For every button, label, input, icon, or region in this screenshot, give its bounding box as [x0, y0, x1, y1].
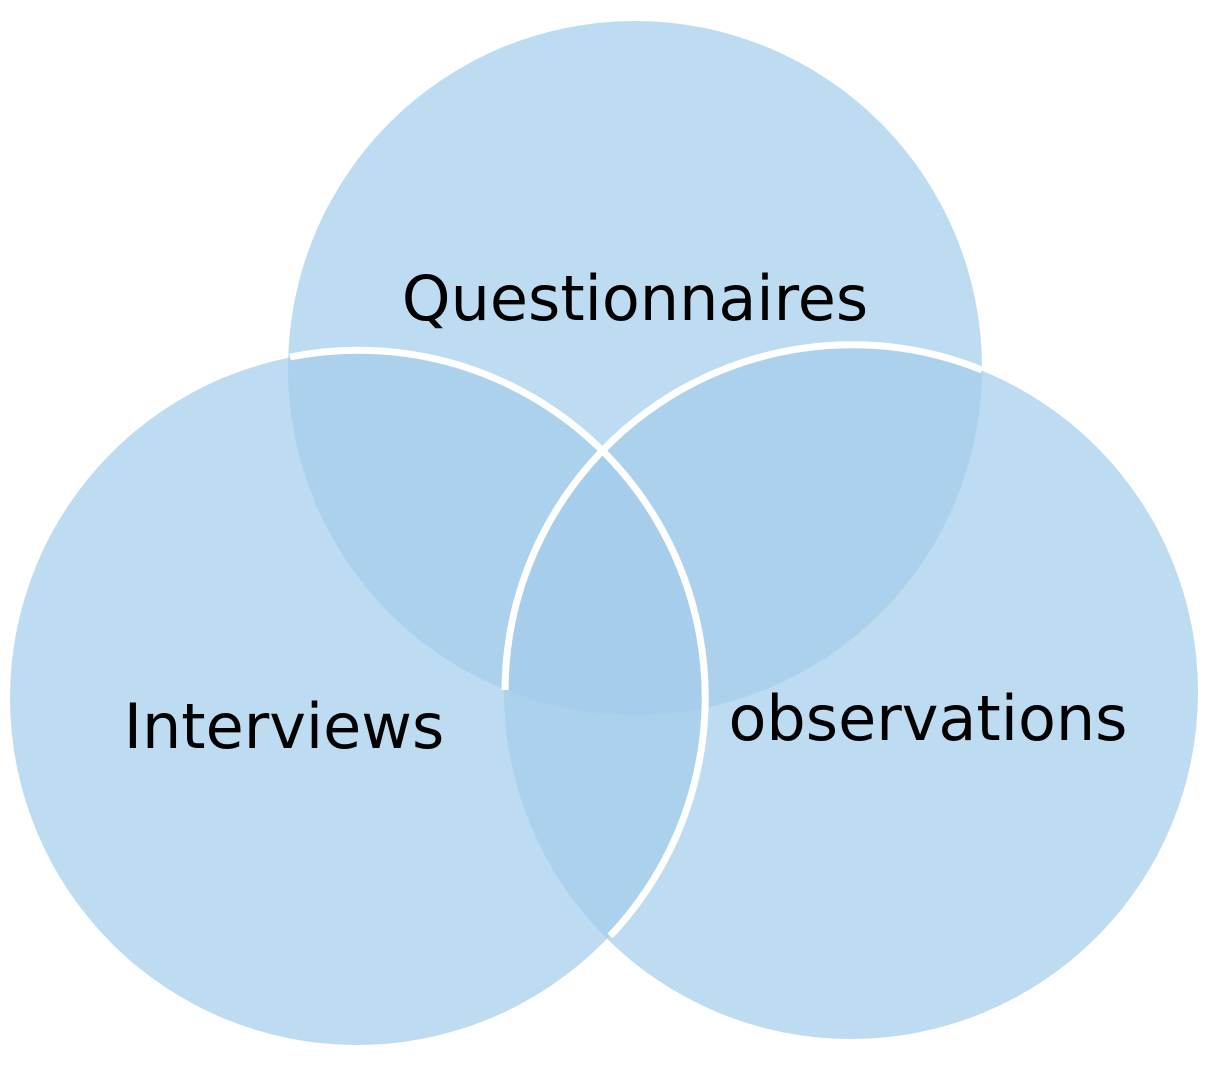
outline-arc-interviews	[289, 346, 709, 939]
circle-observations	[504, 345, 1198, 1039]
venn-outlines	[289, 341, 984, 939]
label-questionnaires: Questionnaires	[402, 262, 868, 335]
circle-interviews	[10, 351, 704, 1045]
label-interviews: Interviews	[124, 690, 445, 763]
venn-labels: Questionnaires Interviews observations	[124, 262, 1128, 763]
label-observations: observations	[729, 682, 1128, 755]
venn-circles	[10, 21, 1198, 1045]
outline-arc-observations	[501, 341, 984, 691]
